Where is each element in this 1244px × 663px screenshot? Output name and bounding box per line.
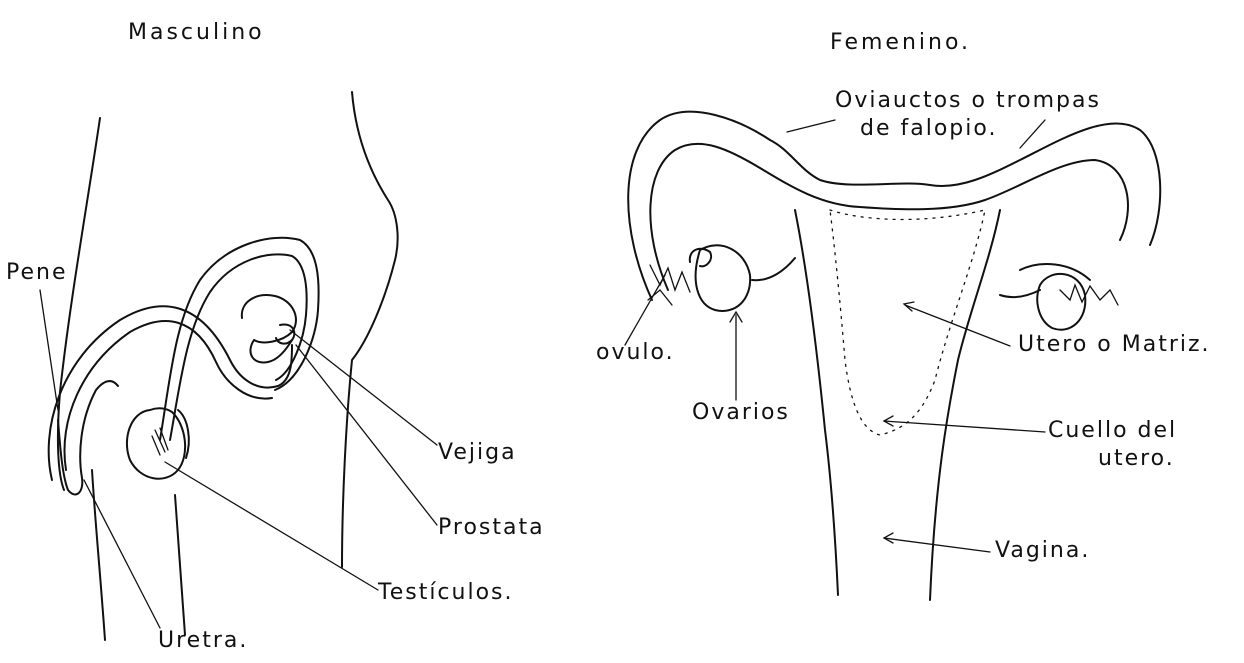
female-ovary-right bbox=[1037, 274, 1085, 330]
label-utero: Utero o Matriz. bbox=[1018, 332, 1211, 357]
male-prostate bbox=[276, 324, 294, 343]
label-vejiga: Vejiga bbox=[438, 440, 517, 465]
label-cuello-line1: Cuello del bbox=[1048, 418, 1177, 443]
female-uterus-body-right bbox=[930, 210, 1000, 600]
male-title: Masculino bbox=[128, 20, 265, 45]
label-oviductos-line2: de falopio. bbox=[860, 116, 997, 141]
male-testicle-hatch bbox=[152, 428, 168, 455]
oviductos-leader-right bbox=[1020, 120, 1045, 148]
female-ligament-left bbox=[752, 258, 795, 280]
testiculos-leader bbox=[165, 462, 378, 590]
female-tube-right-end bbox=[1020, 264, 1090, 280]
label-prostata: Prostata bbox=[438, 515, 545, 540]
male-body-back-outline bbox=[342, 92, 398, 567]
label-testiculos: Testículos. bbox=[378, 580, 514, 605]
label-oviductos-line1: Oviauctos o trompas bbox=[835, 88, 1101, 113]
male-urethra-duct-inner bbox=[64, 321, 272, 470]
label-cuello-line2: utero. bbox=[1098, 446, 1175, 471]
label-ovulo: ovulo. bbox=[596, 340, 675, 365]
female-fallopian-tubes-inner bbox=[650, 144, 1128, 290]
vagina-leader bbox=[884, 538, 990, 552]
prostata-leader bbox=[296, 345, 437, 525]
female-ligament-right bbox=[1000, 290, 1040, 297]
male-inner-leg-outline bbox=[175, 495, 185, 635]
label-uretra: Uretra. bbox=[158, 628, 248, 653]
male-vas-deferens bbox=[160, 238, 319, 440]
male-diagram bbox=[40, 92, 437, 640]
cuello-leader bbox=[884, 421, 1045, 432]
male-body-front-outline bbox=[58, 118, 100, 490]
oviductos-leader-left bbox=[787, 120, 835, 132]
female-ovary-left bbox=[696, 245, 751, 311]
female-title: Femenino. bbox=[830, 30, 971, 55]
female-fimbriae-left bbox=[648, 265, 690, 305]
female-fimbriae-right bbox=[1060, 285, 1118, 305]
male-bladder bbox=[242, 295, 296, 362]
utero-leader bbox=[905, 305, 1010, 346]
label-ovarios: Ovarios bbox=[692, 400, 790, 425]
female-uterus-body bbox=[795, 210, 838, 595]
label-vagina: Vagina. bbox=[995, 538, 1090, 563]
uretra-leader bbox=[84, 480, 160, 628]
female-uterus-cavity bbox=[830, 210, 985, 435]
male-penis bbox=[58, 381, 118, 494]
male-leg-outline bbox=[92, 470, 105, 640]
label-pene: Pene bbox=[6, 260, 68, 285]
pene-leader bbox=[40, 290, 58, 410]
male-urethra-duct bbox=[49, 306, 292, 480]
vejiga-leader bbox=[290, 330, 437, 445]
